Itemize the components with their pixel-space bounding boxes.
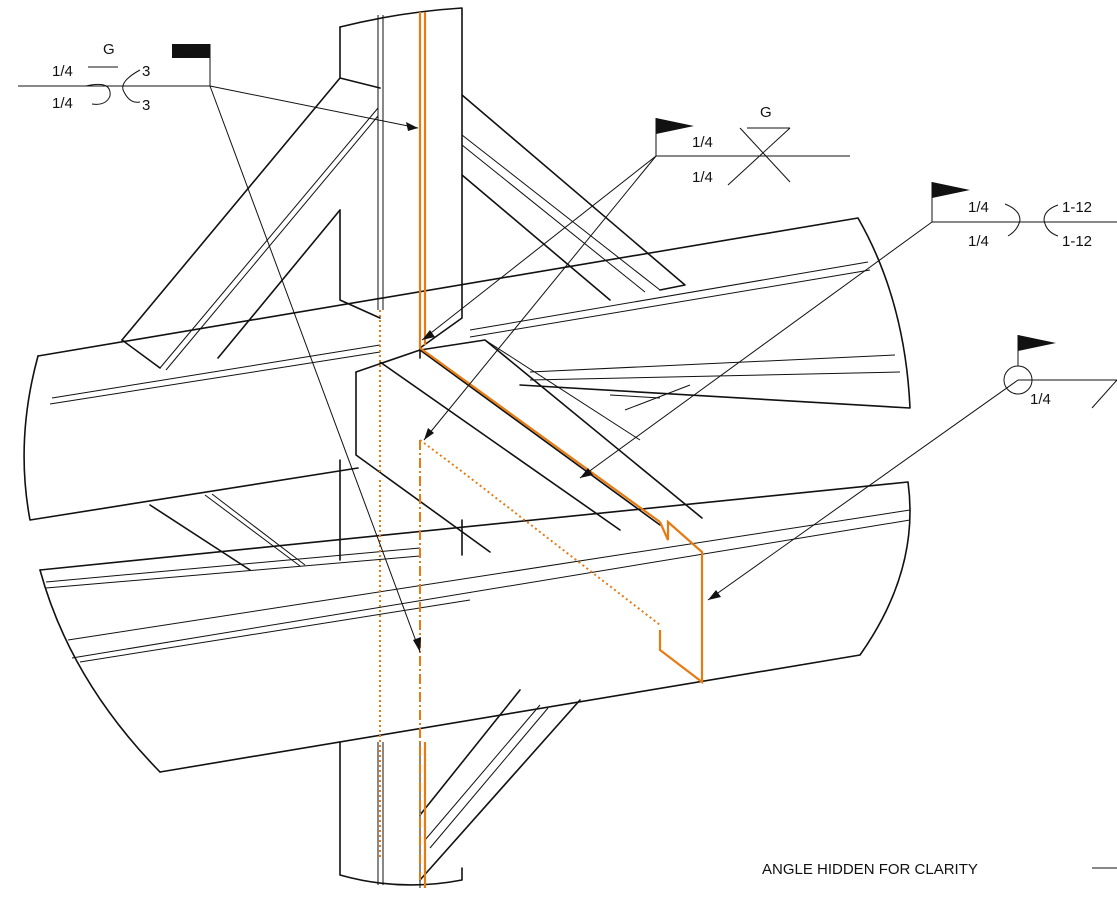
weld-a-bottom-size: 1/4 — [52, 95, 73, 112]
weld-symbol-d: 1/4 — [707, 335, 1117, 601]
weld-symbol-c: 1/4 1/4 1-12 1-12 — [579, 182, 1117, 479]
weld-symbol-a: 1/4 1/4 G 3 3 — [18, 41, 421, 653]
diagonal-braces — [121, 77, 686, 881]
cross-tube — [355, 339, 703, 553]
field-weld-flag-icon — [656, 118, 694, 134]
weld-a-bottom-length: 3 — [142, 97, 150, 114]
weld-c-top-size: 1/4 — [968, 199, 989, 216]
weld-c-bottom-length: 1-12 — [1062, 233, 1092, 250]
weld-a-top-length: 3 — [142, 63, 150, 80]
field-weld-flag-icon — [1018, 335, 1056, 351]
arrow-head-icon — [424, 428, 434, 440]
weld-b-bottom-size: 1/4 — [692, 169, 713, 186]
angle-hidden-note: ANGLE HIDDEN FOR CLARITY — [762, 861, 978, 878]
weld-d-size: 1/4 — [1030, 391, 1051, 408]
weld-lines — [379, 12, 704, 888]
arrow-head-icon — [422, 330, 435, 340]
weld-a-top-size: 1/4 — [52, 63, 73, 80]
weld-b-groove-label: G — [760, 104, 772, 121]
arrow-head-icon — [708, 590, 721, 600]
arrow-head-icon — [580, 468, 593, 478]
clarity-note: ANGLE HIDDEN FOR CLARITY — [762, 861, 1117, 878]
flag-tip-icon — [172, 44, 210, 58]
arrow-head-icon — [413, 637, 421, 652]
weld-a-groove-label: G — [103, 41, 115, 58]
arrow-head-icon — [406, 122, 418, 131]
field-weld-flag-icon — [932, 182, 970, 198]
weld-c-bottom-size: 1/4 — [968, 233, 989, 250]
weld-b-top-size: 1/4 — [692, 134, 713, 151]
front-chord — [39, 481, 911, 773]
weld-symbol-b: 1/4 1/4 G — [421, 104, 850, 441]
weld-c-top-length: 1-12 — [1062, 199, 1092, 216]
rear-chord — [23, 217, 911, 521]
